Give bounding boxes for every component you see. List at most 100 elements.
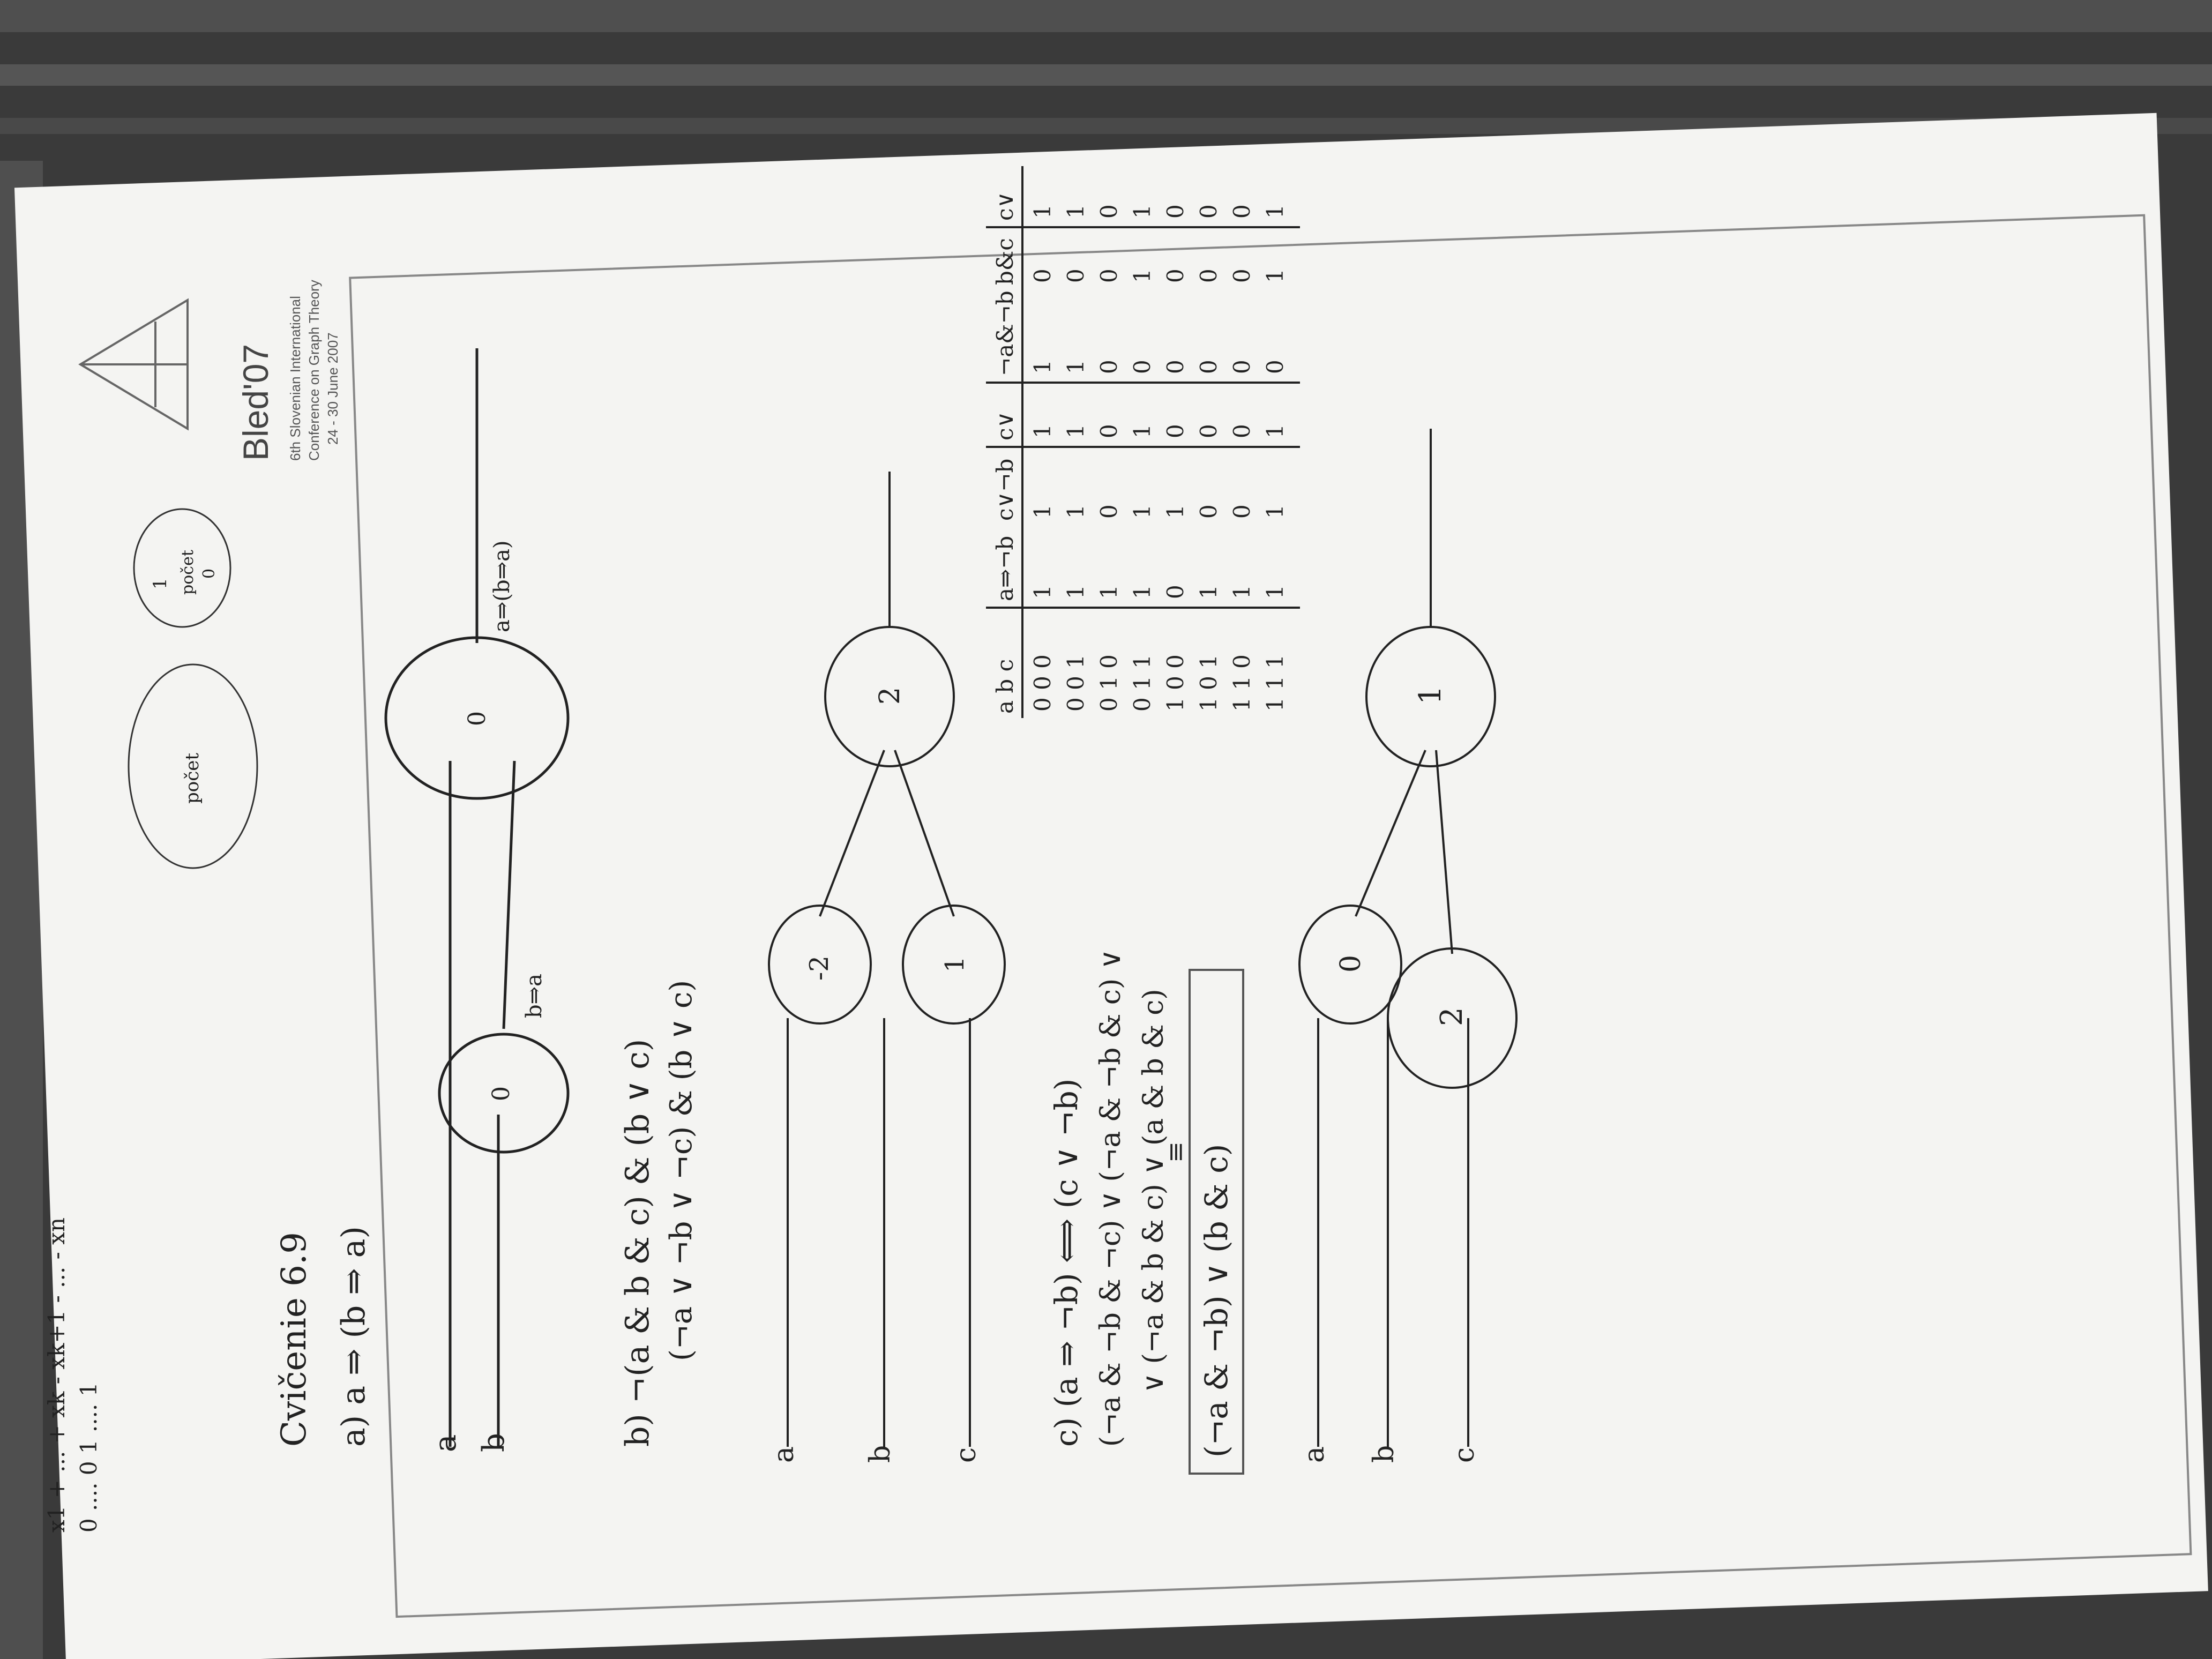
truth-table-cell: 1 — [1262, 204, 1288, 219]
page-frame — [349, 214, 2192, 1618]
conference-logo — [78, 298, 189, 431]
circuit-c-input-c: c — [1448, 1447, 1481, 1463]
boxed-result: (¬a & ¬b) ∨ (b & c) — [1198, 1144, 1235, 1458]
truth-table-cell: 1 0 1 — [1195, 654, 1222, 712]
truth-table-cell: 1 — [1129, 204, 1155, 219]
truth-table-cell: 1 — [1129, 504, 1155, 519]
truth-table-cell: 1 1 1 — [1262, 654, 1288, 712]
part-b-formula-2: (¬a ∨ ¬b ∨ ¬c) & (b ∨ c) — [664, 980, 699, 1361]
truth-table-cell: 1 — [1029, 204, 1056, 219]
truth-table-cell: 0 — [1063, 268, 1089, 283]
truth-table-header: c∨ — [992, 192, 1018, 221]
top-formula: x1 + ... + xk - xk+1 - ... - xn — [43, 1217, 70, 1533]
truth-table-cell: 0 — [1096, 504, 1122, 519]
conference-line-2: Conference on Graph Theory — [306, 280, 322, 461]
truth-table-cell: 0 0 0 — [1029, 654, 1056, 712]
circuit-b-node-2-label: 1 — [940, 956, 970, 973]
boxed-result-frame — [1189, 969, 1244, 1475]
conference-dates: 24 - 30 June 2007 — [325, 332, 341, 445]
truth-table-cell: 0 0 1 — [1063, 654, 1089, 712]
truth-table-cell: 0 — [1162, 424, 1189, 438]
truth-table-cell: 1 — [1262, 424, 1288, 438]
truth-table-cell: 0 — [1029, 268, 1056, 283]
circuit-a — [384, 348, 570, 1447]
truth-table-cell: 0 — [1162, 268, 1189, 283]
truth-table-cell: 0 — [1162, 360, 1189, 374]
circuit-b-node-3-label: 2 — [874, 687, 906, 705]
truth-table-cell: 0 1 0 — [1096, 654, 1122, 712]
circuit-c-node-2-label: 2 — [1434, 1007, 1469, 1026]
conference-header: Bled'07 6th Slovenian International Conf… — [78, 280, 341, 461]
truth-table-cell: 1 — [1029, 360, 1056, 374]
circuit-b-input-c: c — [950, 1447, 982, 1463]
part-c-formula-3: ∨ (¬a & b & c) ∨ (a & b & c) — [1138, 989, 1170, 1393]
circuit-c-input-a: a — [1298, 1446, 1331, 1463]
conference-title: Bled'07 — [236, 344, 275, 461]
truth-table-cell: 1 — [1063, 585, 1089, 599]
truth-table-cell: 0 — [1096, 424, 1122, 438]
circuit-c-node-1 — [1298, 905, 1402, 1025]
scribble-zero: 0 — [200, 569, 219, 579]
scribble-ellipse-right — [133, 508, 231, 628]
count-right-label: počet — [178, 550, 197, 595]
circuit-a-output-label: a⇒(b⇒a) — [490, 540, 514, 632]
circuit-a-edge-label: b⇒a — [522, 974, 547, 1018]
truth-table-cell: 0 — [1096, 204, 1122, 219]
truth-table-cell: 1 — [1129, 424, 1155, 438]
truth-table-cell: 1 — [1195, 585, 1222, 599]
scribble-ellipse-left — [128, 663, 258, 869]
part-a-formula: a) a ⇒ (b ⇒ a) — [335, 1226, 372, 1447]
circuit-c — [1298, 429, 1518, 1447]
circuit-a-outer-node-label: 0 — [464, 711, 491, 726]
truth-table-cell: 0 — [1096, 268, 1122, 283]
exercise-title: Cvičenie 6.9 — [274, 1232, 314, 1447]
circuit-b-input-a: a — [768, 1446, 800, 1463]
truth-table-cell: 0 — [1195, 204, 1222, 219]
truth-table-cell: 0 — [1229, 424, 1255, 438]
truth-table-cell: 1 0 0 — [1162, 654, 1189, 712]
truth-table-cell: 1 — [1029, 585, 1056, 599]
truth-table-cell: 1 — [1262, 268, 1288, 283]
truth-table-cell: 0 — [1195, 360, 1222, 374]
truth-table-cell: 1 — [1063, 360, 1089, 374]
truth-table-cell: 0 — [1262, 360, 1288, 374]
truth-table-header: a b c — [992, 659, 1018, 714]
truth-table-cell: 0 — [1195, 268, 1222, 283]
truth-table-cell: 1 — [1029, 424, 1056, 438]
truth-table-cell: 1 — [1029, 504, 1056, 519]
circuit-b-node-1-label: -2 — [804, 955, 834, 981]
circuit-c-node-1-label: 0 — [1335, 955, 1367, 973]
circuit-b-node-2 — [902, 905, 1006, 1025]
truth-table-cell: 0 — [1162, 204, 1189, 219]
truth-table-cell: 1 — [1063, 424, 1089, 438]
circuit-c-input-b: b — [1368, 1445, 1400, 1463]
circuit-c-node-3-label: 1 — [1413, 685, 1448, 705]
circuit-a-inner-node — [438, 1033, 570, 1154]
circuit-a-input-b: b — [476, 1433, 511, 1452]
truth-table-cell: 0 — [1096, 360, 1122, 374]
truth-table-cell: 0 — [1229, 268, 1255, 283]
circuit-a-input-a: a — [428, 1434, 463, 1452]
circuit-b-node-1 — [768, 905, 872, 1025]
truth-table-cell: 1 — [1262, 585, 1288, 599]
circuit-b-input-b: b — [864, 1445, 896, 1463]
paper-sheet — [14, 113, 2208, 1659]
truth-table-cell: 1 — [1129, 585, 1155, 599]
count-left-label: počet — [182, 753, 203, 804]
truth-table-cell: 1 — [1129, 268, 1155, 283]
truth-table-cell: 1 — [1162, 504, 1189, 519]
truth-table-cell: 0 — [1229, 360, 1255, 374]
truth-table-cell: 1 1 0 — [1229, 654, 1255, 712]
scribble-value: 1 — [150, 578, 171, 589]
truth-table-header: ¬a&¬b — [992, 290, 1018, 376]
truth-table-header: c∨¬b — [992, 459, 1018, 521]
truth-table-cell: 0 — [1162, 585, 1189, 599]
truth-table-cell: 1 — [1063, 204, 1089, 219]
equivalence-sign: ≡ — [1161, 1141, 1191, 1163]
top-values: 0 .... 0 1 .... 1 — [76, 1382, 102, 1533]
truth-table-cell: 0 — [1195, 424, 1222, 438]
truth-table-header: c∨ — [992, 412, 1018, 440]
conference-line-1: 6th Slovenian International — [287, 296, 303, 461]
